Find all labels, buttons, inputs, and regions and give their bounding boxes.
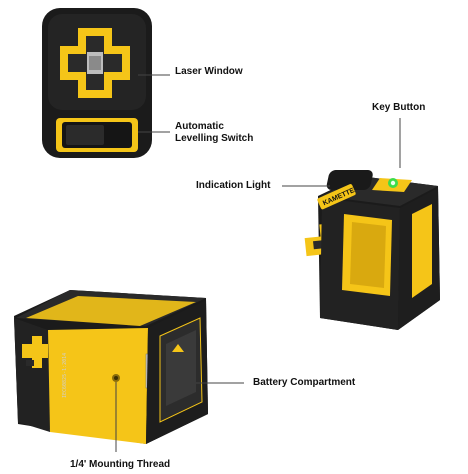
model-label: IEC60825-1:2014 [62,353,68,398]
battery-compartment-label: Battery Compartment [253,377,356,388]
device-angled-view: KAMETTE [282,118,440,330]
laser-window-label: Laser Window [175,66,243,77]
device-front-view [42,8,170,158]
device-bottom-view: IEC60825-1:2014 [14,290,244,452]
mounting-thread-label: 1/4' Mounting Thread [70,459,171,470]
indication-light-label: Indication Light [196,180,271,191]
key-button-label: Key Button [372,102,426,113]
auto-levelling-switch-label: Automatic Levelling Switch [175,121,254,144]
